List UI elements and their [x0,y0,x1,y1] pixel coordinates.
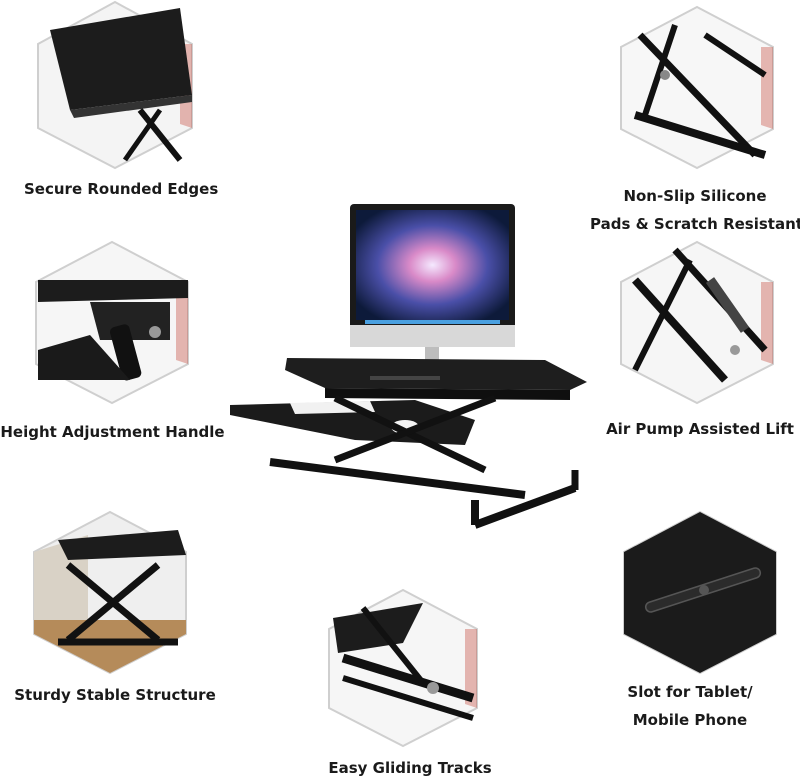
nonslip-pads-label: Non-Slip Silicone Pads & Scratch Resista… [590,187,800,233]
tablet-slot-image [618,510,783,675]
nonslip-pads-image [615,5,780,170]
gliding-tracks-image [323,588,483,748]
sturdy-structure-label: Sturdy Stable Structure [14,686,216,704]
height-handle-label: Height Adjustment Handle [0,423,225,441]
standing-desk-product-image [225,200,590,530]
sturdy-structure-image [28,510,193,675]
height-handle-image [30,240,195,405]
gliding-tracks-label: Easy Gliding Tracks [328,759,492,777]
tablet-slot-label: Slot for Tablet/ Mobile Phone [627,683,753,729]
rounded-edges-image [30,0,200,170]
air-pump-image [615,240,780,405]
air-pump-label: Air Pump Assisted Lift [606,420,794,438]
rounded-edges-label: Secure Rounded Edges [24,180,219,198]
